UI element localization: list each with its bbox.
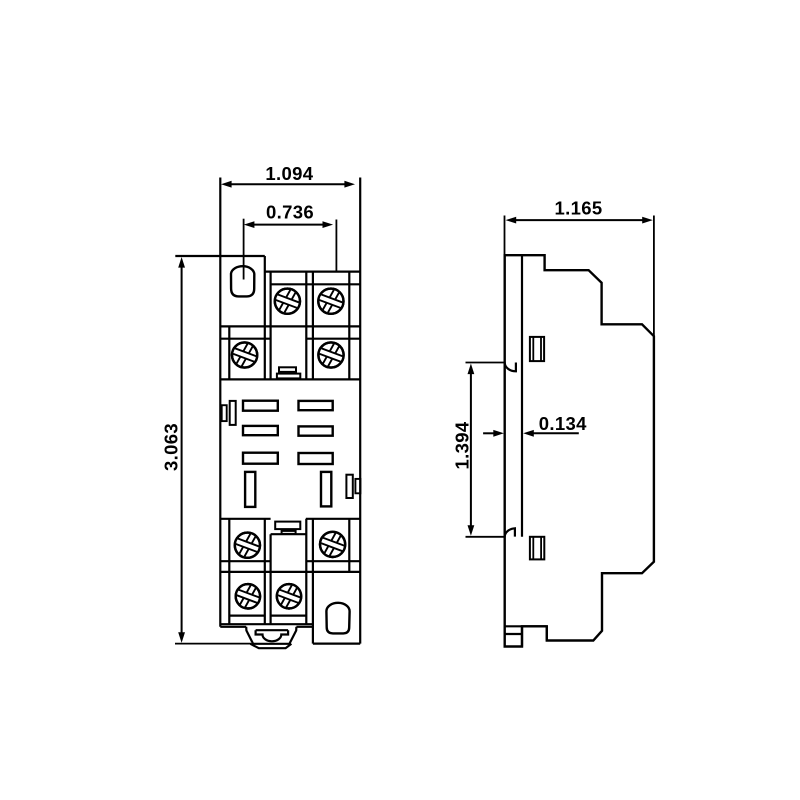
svg-text:1.094: 1.094 [265,163,313,184]
svg-text:3.063: 3.063 [161,423,182,471]
svg-text:1.165: 1.165 [554,198,602,219]
svg-text:1.394: 1.394 [451,421,472,469]
svg-text:0.736: 0.736 [266,202,314,223]
svg-text:0.134: 0.134 [539,413,587,434]
